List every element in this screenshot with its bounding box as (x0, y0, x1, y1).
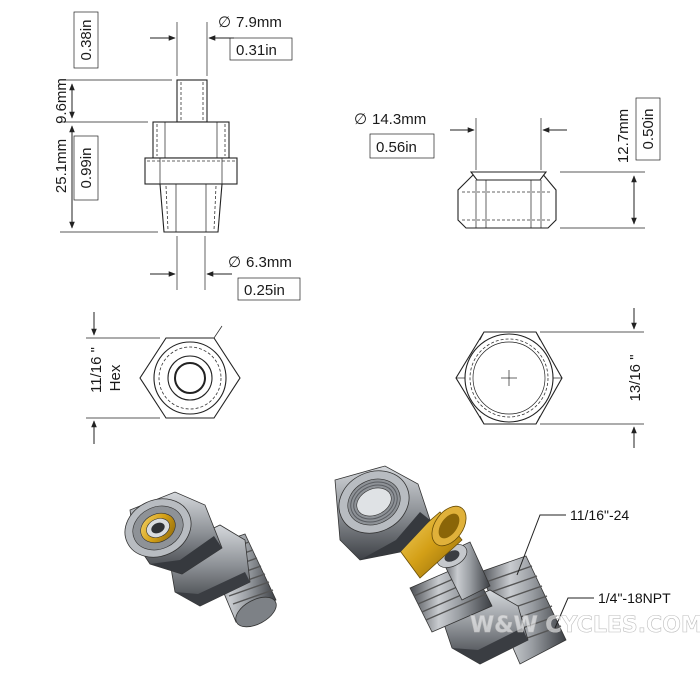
fitting-side-dimensions (60, 22, 234, 290)
top-height-in: 0.38in (78, 20, 95, 61)
top-height-mm: 9.6mm (53, 78, 70, 124)
nut-height-in: 0.50in (640, 109, 657, 150)
top-diameter-in: 0.31in (236, 42, 277, 59)
nut-diameter-in: 0.56in (376, 139, 417, 156)
nut-end-dimensions (540, 308, 644, 448)
nut-height-mm: 12.7mm (615, 109, 632, 163)
body-height-mm: 25.1mm (53, 139, 70, 193)
nut-diameter-in-box (369, 133, 435, 159)
callout-thread-upper: 11/16"-24 (570, 507, 629, 523)
nut-end-view (455, 331, 563, 425)
fitting-hex-label: Hex (107, 364, 124, 391)
top-diameter-symbol: ∅ (218, 14, 231, 31)
top-diameter-in-box (229, 37, 293, 61)
nut-side-dimensions (450, 118, 645, 229)
fitting-end-view (139, 325, 241, 419)
nut-side-view (457, 171, 557, 229)
fitting-end-dimensions (86, 312, 160, 444)
bottom-diameter-in-box (237, 277, 301, 301)
bottom-diameter-symbol: ∅ (228, 254, 241, 271)
nut-height-in-box (635, 97, 661, 161)
fitting-side-view (144, 79, 238, 233)
body-height-in-box (73, 135, 99, 201)
fitting-assembled-render (124, 491, 277, 628)
bottom-diameter-mm: 6.3mm (246, 254, 292, 271)
watermark: W&W CYCLES.COM (470, 613, 700, 638)
nut-diameter-symbol: ∅ (354, 111, 367, 128)
callout-leaders (516, 514, 594, 629)
body-height-in: 0.99in (78, 148, 95, 189)
fitting-exploded-render (334, 465, 567, 665)
nut-hex-value: 13/16 " (627, 354, 644, 401)
nut-diameter-mm: 14.3mm (372, 111, 426, 128)
bottom-diameter-in: 0.25in (244, 282, 285, 299)
fitting-hex-value: 11/16 " (88, 347, 105, 393)
callout-thread-lower: 1/4"-18NPT (598, 590, 671, 606)
top-diameter-mm: 7.9mm (236, 14, 282, 31)
top-height-in-box (73, 11, 99, 69)
